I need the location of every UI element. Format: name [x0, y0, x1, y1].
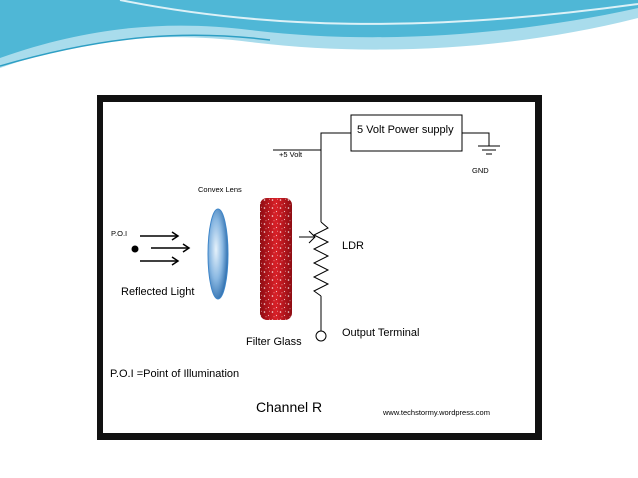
output-terminal-label: Output Terminal [342, 327, 420, 339]
header-wave-decoration [0, 0, 638, 68]
ground-wire [462, 132, 490, 146]
diagram-panel [103, 102, 535, 433]
supply-wire [273, 132, 351, 151]
reflected-light-label: Reflected Light [121, 286, 195, 298]
output-terminal-icon [315, 330, 327, 342]
ground-icon [478, 145, 500, 155]
power-supply-label: 5 Volt Power supply [357, 124, 454, 136]
poi-label: P.O.I [111, 229, 128, 238]
gnd-label: GND [472, 166, 489, 175]
light-arrow-icon [299, 230, 316, 244]
filter-glass-label: Filter Glass [246, 336, 302, 348]
ldr-resistor [312, 221, 330, 297]
filter-glass-texture [260, 198, 292, 320]
convex-lens-label: Convex Lens [198, 185, 242, 194]
ldr-circuit-diagram [131, 114, 500, 342]
poi-definition-label: P.O.I =Point of Illumination [110, 368, 240, 380]
reflected-light-arrows-icon [140, 231, 191, 266]
convex-lens [207, 208, 229, 300]
poi-dot-icon [131, 245, 139, 253]
channel-label: Channel R [256, 399, 323, 415]
plus-5-volt-label: +5 Volt [279, 150, 303, 159]
power-supply-box [350, 114, 463, 152]
ldr-label: LDR [342, 240, 365, 252]
website-label: www.techstormy.wordpress.com [383, 408, 490, 417]
